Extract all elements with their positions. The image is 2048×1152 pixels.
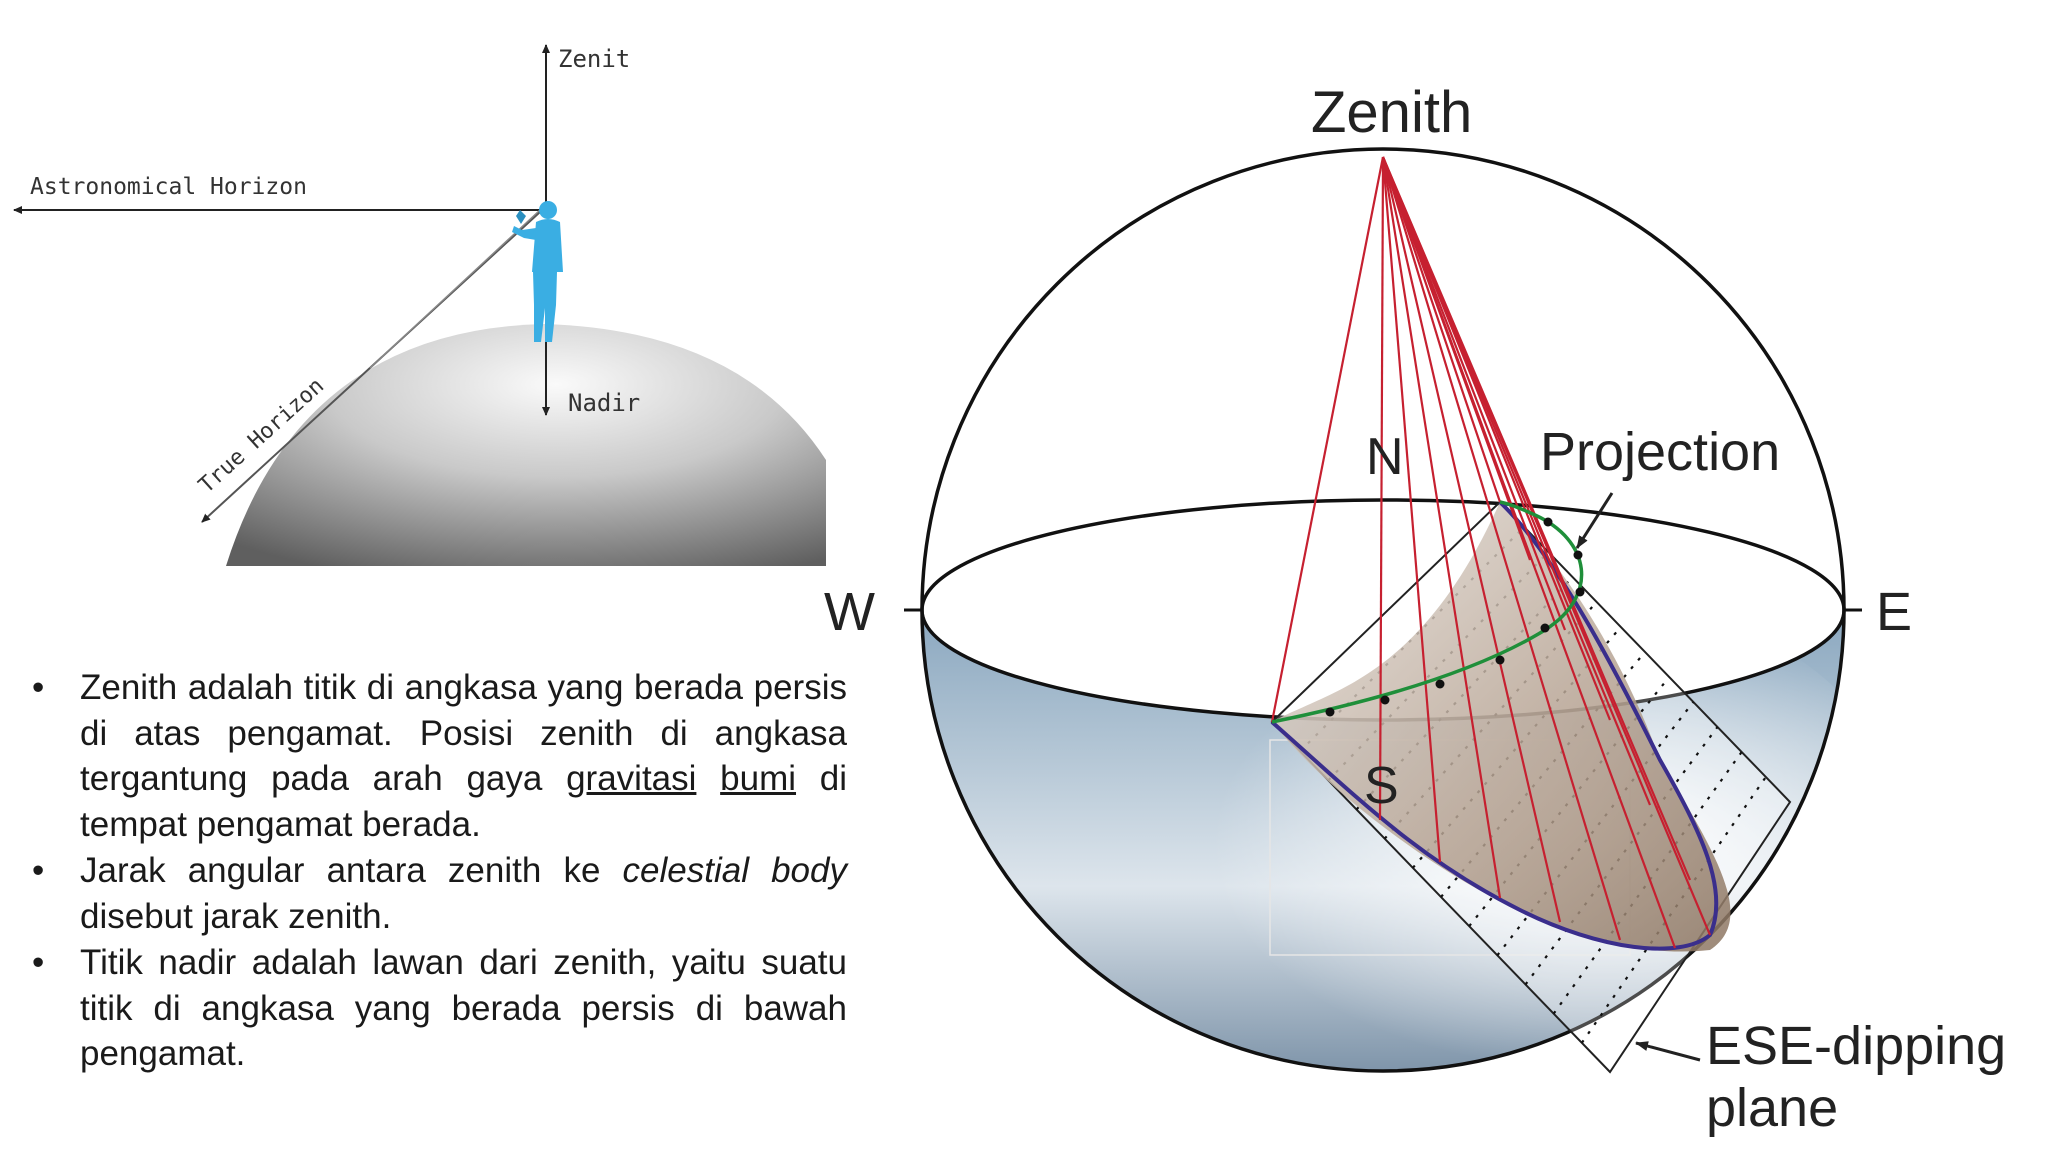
observer-figure xyxy=(512,201,563,342)
bullet-text: Zenith adalah titik di angkasa yang bera… xyxy=(80,668,847,798)
bullet-emphasis: celestial body xyxy=(622,851,847,890)
zenith-projection-lines xyxy=(1270,156,1712,949)
horizon-diagram: Zenit Nadir Astronomical Horizon True Ho… xyxy=(13,44,826,566)
bullet-zenith-definition: Zenith adalah titik di angkasa yang bera… xyxy=(32,665,847,847)
west-label: W xyxy=(824,582,875,642)
projection-points xyxy=(1325,517,1585,717)
projection-point xyxy=(1573,550,1583,560)
zenith-ray xyxy=(1381,156,1612,721)
bullet-text: Titik nadir adalah lawan dari zenith, ya… xyxy=(80,943,847,1073)
line-of-sight xyxy=(369,209,541,369)
zenit-label: Zenit xyxy=(558,45,630,73)
plane-dotted-line xyxy=(1496,701,1695,957)
nadir-label: Nadir xyxy=(568,389,640,417)
bullet-text: disebut jarak zenith. xyxy=(80,896,392,936)
projection-point xyxy=(1435,679,1445,689)
projection-pointer-arrow xyxy=(1575,492,1614,549)
plane-label-line1: ESE-dipping xyxy=(1706,1016,2006,1076)
south-label: S xyxy=(1364,757,1399,815)
plane-label-line2: plane xyxy=(1706,1078,1838,1138)
earth-dome xyxy=(226,324,826,566)
zenith-ray xyxy=(1378,156,1385,821)
plane-pointer-arrow xyxy=(1635,1041,1701,1062)
bullet-zenith-distance: Jarak angular antara zenith ke celestial… xyxy=(32,848,847,939)
bullet-nadir-definition: Titik nadir adalah lawan dari zenith, ya… xyxy=(32,940,847,1077)
north-label: N xyxy=(1366,428,1404,486)
bullet-text: Jarak angular antara zenith ke xyxy=(80,851,623,890)
projection-label: Projection xyxy=(1540,422,1780,482)
zenith-ray xyxy=(1381,156,1622,941)
zenith-ray xyxy=(1381,156,1502,899)
zenith-ray xyxy=(1270,156,1385,723)
bullet-list: Zenith adalah titik di angkasa yang bera… xyxy=(32,665,847,1078)
zenith-ray xyxy=(1381,156,1442,863)
projection-point xyxy=(1540,623,1550,633)
link-gravitasi[interactable]: gravitasi xyxy=(566,759,697,798)
projection-point xyxy=(1495,655,1505,665)
astronomical-horizon-label: Astronomical Horizon xyxy=(30,174,307,200)
projection-point xyxy=(1575,587,1585,597)
east-label: E xyxy=(1876,582,1912,642)
projection-point xyxy=(1325,707,1335,717)
projection-point xyxy=(1543,517,1553,527)
projection-path xyxy=(1271,500,1584,724)
bullet-text: di tempat pengamat berada. xyxy=(80,759,847,844)
zenith-ray xyxy=(1381,156,1502,503)
zenith-ray xyxy=(1381,156,1562,923)
link-bumi[interactable]: bumi xyxy=(720,759,797,798)
bullet-text xyxy=(696,759,720,798)
zenith-label: Zenith xyxy=(1311,80,1472,145)
zenith-ray xyxy=(1381,156,1532,561)
projection-cone xyxy=(1272,502,1731,952)
zenith-ray xyxy=(1381,156,1567,631)
projection-point xyxy=(1380,695,1390,705)
zenith-ray xyxy=(1381,156,1692,881)
